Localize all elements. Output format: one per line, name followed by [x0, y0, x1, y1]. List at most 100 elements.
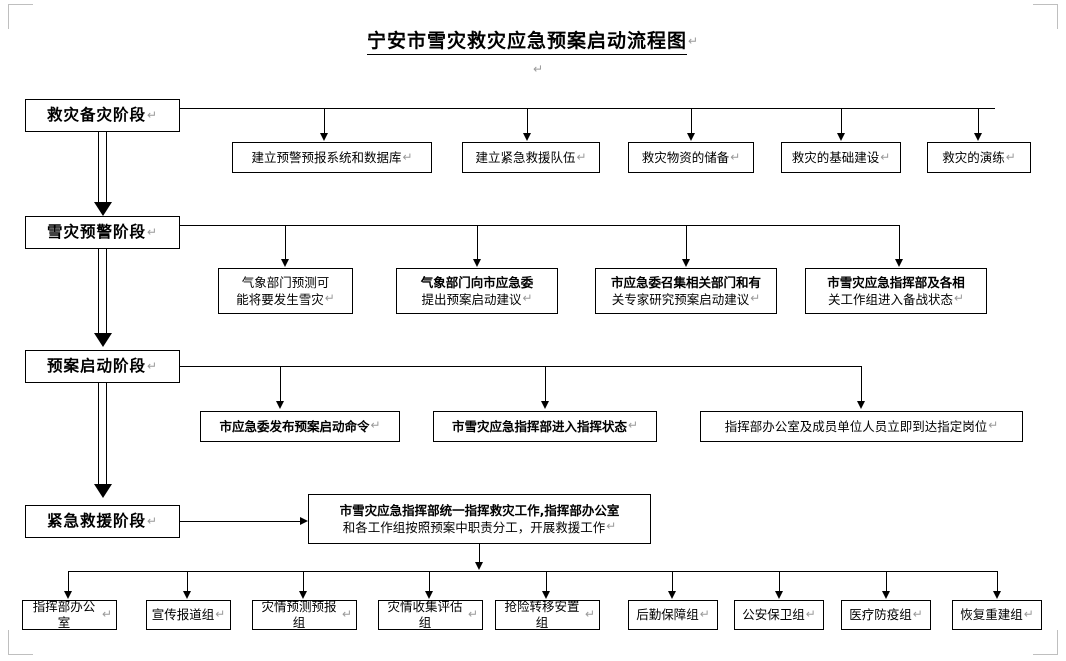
- node-row1-1[interactable]: 建立预警预报系统和数据库↵: [232, 142, 432, 173]
- node-row4-5[interactable]: 抢险转移安置组↵: [495, 599, 600, 630]
- bus-drop-row1-c3: [691, 108, 693, 135]
- arrow-stage4-to-command: [300, 516, 308, 525]
- node-row2-4[interactable]: 市雪灾应急指挥部及各相关工作组进入备战状态↵: [805, 268, 987, 314]
- node-row1-4[interactable]: 救灾的基础建设↵: [781, 142, 901, 173]
- arrow-row1-c5: [974, 133, 982, 141]
- arrow-row4-c5: [542, 591, 550, 599]
- bus-line-row1: [180, 108, 995, 110]
- node-row4-8[interactable]: 医疗防疫组↵: [841, 600, 931, 630]
- node-row2-1[interactable]: 气象部门预测可能将要发生雪灾↵: [218, 268, 353, 314]
- bus-drop-row4-c9: [997, 571, 999, 593]
- paragraph-mark-icon: ↵: [627, 418, 639, 432]
- bus-drop-row4-c4: [429, 571, 431, 593]
- node-label: 后勤保障组: [636, 607, 699, 622]
- stage-box-preparedness[interactable]: 救灾备灾阶段↵: [25, 99, 180, 132]
- node-row1-2[interactable]: 建立紧急救援队伍↵: [462, 142, 600, 173]
- node-row4-3[interactable]: 灾情预测预报组↵: [252, 599, 357, 630]
- bus-drop-row4-c8: [886, 571, 888, 593]
- node-command-center[interactable]: 市雪灾应急指挥部统一指挥救灾工作,指挥部办公室和各工作组按照预案中职责分工，开展…: [308, 494, 651, 544]
- stage-label-preparedness: 救灾备灾阶段: [46, 105, 146, 124]
- paragraph-mark-icon: ↵: [402, 149, 413, 164]
- paragraph-mark-icon: ↵: [370, 418, 381, 432]
- arrow-row4-c3: [299, 591, 307, 599]
- node-label: 救灾物资的储备: [641, 149, 730, 165]
- node-row1-3[interactable]: 救灾物资的储备↵: [628, 142, 754, 173]
- bus-line-row2: [180, 225, 900, 227]
- stage-label-warning: 雪灾预警阶段: [46, 222, 146, 241]
- node-label: 市应急委召集相关部门和有关专家研究预案启动建议↵: [610, 274, 761, 307]
- paragraph-mark-icon: ↵: [146, 513, 159, 528]
- paragraph-mark-icon: ↵: [146, 224, 159, 239]
- arrow-row4-c8: [882, 591, 890, 599]
- bus-drop-row3-c1: [280, 366, 282, 403]
- stage-box-warning[interactable]: 雪灾预警阶段↵: [25, 216, 180, 249]
- node-row4-9[interactable]: 恢复重建组↵: [952, 600, 1042, 630]
- link-stage4-to-command: [180, 521, 302, 523]
- arrow-row1-c2: [523, 133, 531, 141]
- node-row1-5[interactable]: 救灾的演练↵: [927, 142, 1031, 173]
- paragraph-mark-icon: ↵: [606, 518, 617, 533]
- node-label: 恢复重建组: [960, 607, 1023, 622]
- node-label: 抢险转移安置组: [504, 599, 580, 630]
- node-label: 气象部门向市应急委提出预案启动建议↵: [420, 274, 534, 307]
- bus-drop-row1-c1: [324, 108, 326, 135]
- paragraph-mark-icon: ↵: [522, 290, 533, 305]
- paragraph-mark-icon: ↵: [750, 290, 761, 305]
- paragraph-mark-icon: ↵: [953, 290, 965, 305]
- page-corner-mark-top-right: [1033, 4, 1058, 29]
- arrow-row1-c4: [837, 133, 845, 141]
- node-row3-3[interactable]: 指挥部办公室及成员单位人员立即到达指定岗位↵: [700, 411, 1023, 442]
- stage-label-emergency-rescue: 紧急救援阶段: [46, 511, 146, 530]
- stage-connector-3-4: [98, 383, 107, 486]
- arrow-row3-c1: [276, 401, 284, 409]
- node-label: 建立预警预报系统和数据库: [251, 149, 402, 165]
- node-label: 救灾的基础建设: [791, 149, 880, 165]
- bus-drop-row4-c7: [779, 571, 781, 593]
- node-row4-2[interactable]: 宣传报道组↵: [146, 600, 231, 630]
- stage-box-emergency-rescue[interactable]: 紧急救援阶段↵: [25, 505, 180, 538]
- arrow-command-to-bus: [475, 562, 483, 570]
- paragraph-mark-icon: ↵: [805, 607, 816, 622]
- paragraph-mark-icon: ↵: [576, 149, 587, 164]
- arrow-row1-c1: [320, 133, 328, 141]
- bus-drop-row3-c3: [861, 366, 863, 403]
- node-label: 市雪灾应急指挥部统一指挥救灾工作,指挥部办公室和各工作组按照预案中职责分工，开展…: [339, 502, 620, 535]
- arrow-row4-c2: [183, 591, 191, 599]
- node-label: 宣传报道组: [151, 607, 215, 622]
- bus-drop-row2-c2: [477, 225, 479, 261]
- arrow-row2-c2: [473, 259, 481, 267]
- paragraph-mark-icon-2: ↵: [533, 62, 544, 76]
- stage-box-plan-activation[interactable]: 预案启动阶段↵: [25, 350, 180, 383]
- node-row3-1[interactable]: 市应急委发布预案启动命令↵: [200, 411, 400, 442]
- arrow-row4-c4: [425, 591, 433, 599]
- node-row4-7[interactable]: 公安保卫组↵: [734, 600, 824, 630]
- arrow-row3-c2: [541, 401, 549, 409]
- arrow-row2-c4: [895, 259, 903, 267]
- arrow-row4-c7: [775, 591, 783, 599]
- paragraph-mark-icon: ↵: [215, 607, 226, 622]
- stage-connector-1-2: [98, 132, 107, 204]
- stage-label-plan-activation: 预案启动阶段: [46, 356, 146, 375]
- page-title-text: 宁安市雪灾救灾应急预案启动流程图: [366, 26, 687, 55]
- node-row3-2[interactable]: 市雪灾应急指挥部进入指挥状态↵: [433, 411, 657, 442]
- arrow-row4-c1: [64, 591, 72, 599]
- bus-drop-row1-c4: [841, 108, 843, 135]
- arrow-row4-c9: [993, 591, 1001, 599]
- node-row4-1[interactable]: 指挥部办公室↵: [22, 599, 117, 630]
- node-label: 医疗防疫组: [849, 607, 912, 622]
- node-label: 指挥部办公室及成员单位人员立即到达指定岗位↵: [724, 418, 999, 434]
- paragraph-mark-icon: ↵: [324, 290, 335, 305]
- bus-drop-row4-c3: [303, 571, 305, 593]
- node-row4-6[interactable]: 后勤保障组↵: [628, 600, 718, 630]
- node-row2-3[interactable]: 市应急委召集相关部门和有关专家研究预案启动建议↵: [595, 268, 777, 314]
- page-corner-mark-top-left: [8, 4, 33, 29]
- bus-line-row3: [180, 366, 862, 368]
- node-label: 救灾的演练: [942, 149, 1005, 165]
- node-row2-2[interactable]: 气象部门向市应急委提出预案启动建议↵: [396, 268, 558, 314]
- node-row4-4[interactable]: 灾情收集评估组↵: [378, 599, 483, 630]
- bus-drop-row3-c2: [545, 366, 547, 403]
- bus-drop-row2-c4: [899, 225, 901, 261]
- node-label: 公安保卫组: [742, 607, 805, 622]
- paragraph-mark-icon: ↵: [988, 418, 999, 432]
- paragraph-mark-icon: ↵: [1023, 607, 1034, 622]
